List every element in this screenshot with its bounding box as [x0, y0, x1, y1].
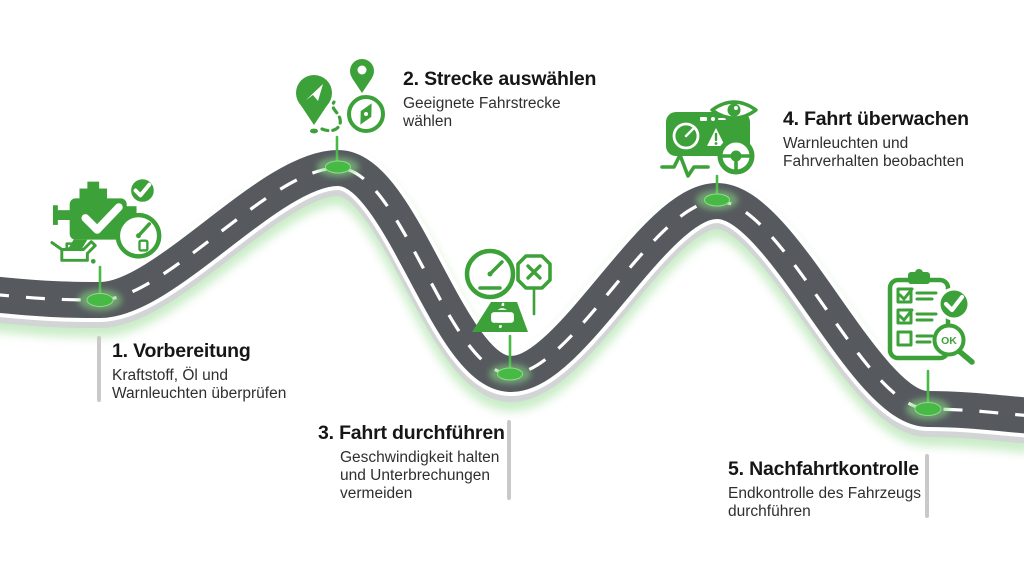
- ok-magnifier-icon: OK: [932, 323, 975, 365]
- step-description: Endkontrolle des Fahrzeugs durchführen: [728, 484, 922, 521]
- oil-can-icon: [50, 240, 97, 264]
- eye-icon: [710, 100, 758, 120]
- speed-road-stop-icon: [464, 248, 552, 332]
- step-2-text: 2. Strecke auswählen Geeignete Fahrstrec…: [403, 68, 597, 131]
- check-badge-icon: [937, 287, 971, 321]
- fuel-gauge-icon: [115, 212, 162, 259]
- step-description: Kraftstoff, Öl und Warnleuchten überprüf…: [112, 366, 287, 403]
- pulse-line-icon: [660, 153, 710, 178]
- divider-line: [507, 420, 511, 500]
- step-title: 5. Nachfahrtkontrolle: [728, 458, 919, 480]
- map-pin-icon: [350, 59, 374, 101]
- route-marker-3: [489, 334, 531, 384]
- speedometer-icon: [464, 248, 516, 300]
- no-stop-sign-icon: [516, 254, 552, 316]
- step-description: Warnleuchten und Fahrverhalten beobachte…: [783, 134, 964, 171]
- divider-line: [925, 454, 929, 518]
- step-title: 3. Fahrt durchführen: [318, 422, 505, 444]
- checklist-ok-icon: OK: [887, 269, 975, 365]
- step-3-text: 3. Fahrt durchführen Geschwindigkeit hal…: [318, 422, 505, 504]
- step-5-text: 5. Nachfahrtkontrolle Endkontrolle des F…: [728, 458, 922, 521]
- route-marker-1: [78, 265, 122, 311]
- check-badge-icon: [128, 176, 157, 205]
- steering-wheel-icon: [717, 137, 755, 175]
- dashed-route-line: [320, 100, 342, 133]
- route-marker-4: [696, 174, 738, 210]
- compass-icon: [347, 95, 385, 133]
- route-marker-5: [906, 369, 950, 420]
- step-title: 1. Vorbereitung: [112, 340, 251, 362]
- route-selection-icon: [296, 59, 385, 134]
- ok-label: OK: [941, 335, 957, 347]
- divider-line: [97, 336, 101, 402]
- road-with-car-icon: [472, 302, 528, 332]
- route-marker-2: [317, 135, 359, 177]
- step-4-text: 4. Fahrt überwachen Warnleuchten und Fah…: [783, 108, 969, 171]
- step-title: 2. Strecke auswählen: [403, 68, 597, 90]
- step-description: Geeignete Fahrstrecke wählen: [403, 94, 561, 131]
- step-description: Geschwindigkeit halten und Unterbrechung…: [340, 448, 500, 503]
- step-1-text: 1. Vorbereitung Kraftstoff, Öl und Warnl…: [112, 340, 287, 403]
- map-pin-navigation-icon: [296, 75, 332, 134]
- engine-check-icon: [50, 176, 162, 264]
- dashboard-monitoring-icon: [660, 100, 758, 178]
- step-title: 4. Fahrt überwachen: [783, 108, 969, 130]
